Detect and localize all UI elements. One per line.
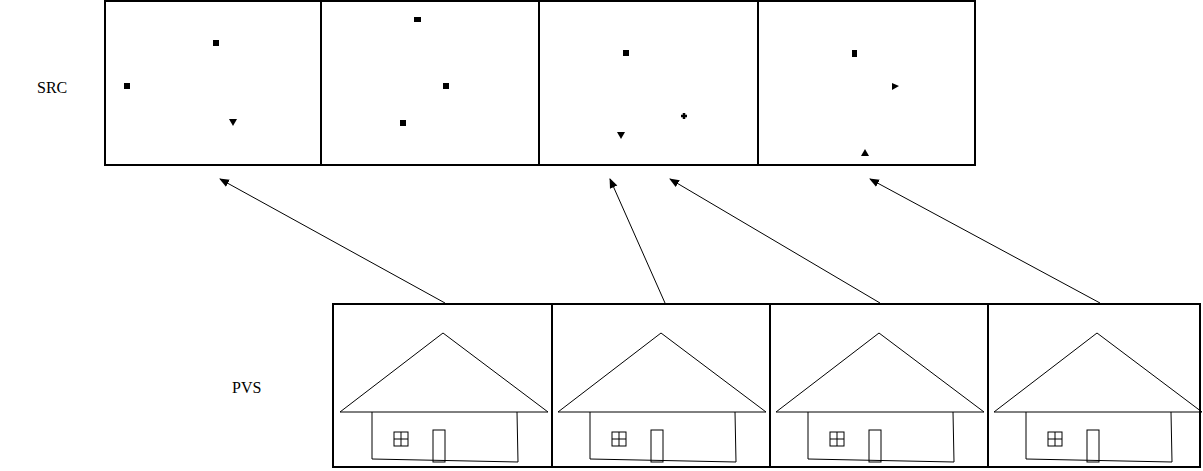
dot — [623, 50, 629, 56]
house-window — [612, 432, 626, 446]
pvs-frame-strip: PVS — [332, 303, 1201, 468]
house-roof — [994, 333, 1202, 412]
house — [558, 333, 766, 462]
mapping-arrow — [670, 179, 880, 303]
dot — [617, 132, 625, 139]
dot — [414, 17, 421, 22]
mapping-arrow — [610, 179, 665, 303]
frame-divider — [987, 305, 989, 466]
house-door — [433, 430, 445, 462]
frame-divider — [538, 1, 540, 164]
frame-divider — [757, 1, 759, 164]
house-door — [651, 430, 663, 462]
dot — [681, 113, 687, 119]
dot — [443, 83, 449, 89]
house-wall — [590, 412, 736, 462]
dot — [861, 149, 869, 156]
dot — [213, 40, 219, 46]
house-window — [830, 432, 844, 446]
house — [994, 333, 1202, 462]
frame-divider — [551, 305, 553, 466]
house-window-cross — [612, 432, 626, 446]
frame-dividers — [321, 1, 988, 466]
house-wall — [1026, 412, 1172, 462]
mapping-arrow — [870, 179, 1100, 303]
src-frame-strip: SRC — [104, 0, 976, 166]
dot — [124, 83, 130, 89]
house-roof — [776, 333, 984, 412]
dot — [400, 120, 406, 126]
house-roof — [558, 333, 766, 412]
house-window-cross — [830, 432, 844, 446]
mapping-arrow — [220, 179, 445, 303]
house-window — [394, 432, 408, 446]
dot — [892, 83, 899, 90]
dot — [852, 50, 857, 57]
house-window-cross — [394, 432, 408, 446]
house — [776, 333, 984, 462]
strip-label: SRC — [37, 78, 67, 97]
strip-label: PVS — [232, 378, 261, 397]
house-window — [1048, 432, 1062, 446]
house-door — [869, 430, 881, 462]
house-wall — [808, 412, 954, 462]
dot — [229, 119, 237, 126]
dot-pattern — [124, 17, 899, 156]
house-roof — [340, 333, 548, 412]
house-door — [1087, 430, 1099, 462]
house-window-cross — [1048, 432, 1062, 446]
frame-divider — [320, 1, 322, 164]
house-drawings — [340, 333, 1202, 462]
house-wall — [372, 412, 518, 462]
house — [340, 333, 548, 462]
frame-divider — [769, 305, 771, 466]
